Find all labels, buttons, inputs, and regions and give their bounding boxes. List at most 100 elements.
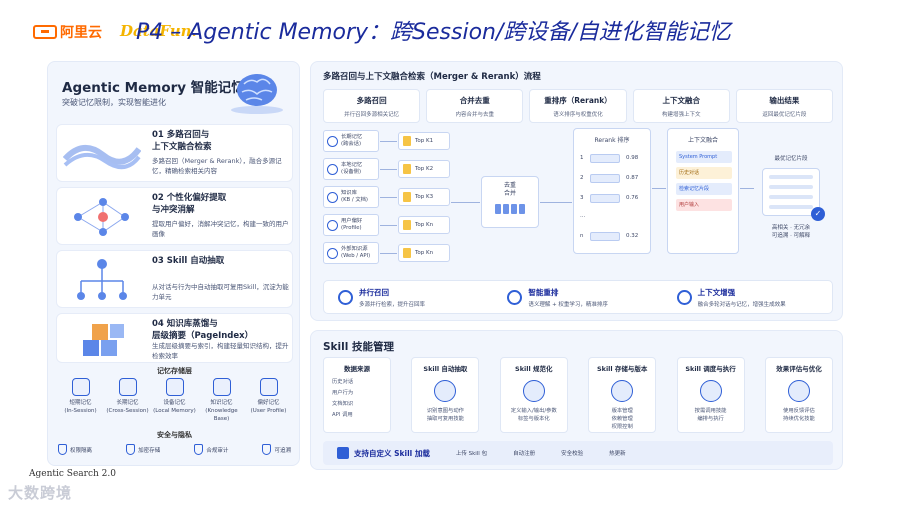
feature-desc: 生成层级摘要与索引，构建轻量知识结构，提升检索效率 <box>152 342 289 360</box>
aliyun-logo-text: 阿里云 <box>60 25 102 41</box>
topk-label: Top Kn <box>415 222 434 228</box>
arrow <box>652 188 666 189</box>
skill-step-normalize: Skill 规范化定义输入/输出/参数 标签与版本化 <box>499 357 568 433</box>
target-icon <box>507 289 523 305</box>
topk-label: Top Kn <box>415 250 434 256</box>
arrow <box>380 225 397 226</box>
rank-number: 3 <box>580 195 584 201</box>
memory-icon <box>71 378 90 396</box>
doc-icon <box>403 248 411 258</box>
stage-desc: 内容合并与去重 <box>455 112 495 118</box>
stage-title: 上下文融合 <box>662 96 700 105</box>
database-icon <box>611 380 634 402</box>
agentic-memory-panel: Agentic Memory 智能记忆 突破记忆限制，实现智能进化 01 多路召… <box>47 61 300 466</box>
shield-icon <box>58 444 67 455</box>
stage-title: 多路召回 <box>356 96 387 105</box>
feature-card-retrieval: 01 多路召回与 上下文融合检索 多路召回（Merger & Rerank），融… <box>56 124 293 182</box>
skill-step-storage: Skill 存储与版本版本管理 依赖管理 权限控制 <box>588 357 657 433</box>
merge-label: 去重 合并 <box>503 182 516 197</box>
rank-score: 0.87 <box>626 175 639 181</box>
lock-icon <box>126 444 136 455</box>
security-label: 权限隔离 <box>70 447 93 454</box>
benefit-desc: 语义理解 + 权重学习，精准排序 <box>528 301 608 308</box>
rank-number: n <box>580 233 584 239</box>
benefit-item: 并行召回多源并行检索，提升召回率 <box>324 281 493 313</box>
knowledge-icon <box>212 378 231 396</box>
security-label: 加密存储 <box>138 447 161 454</box>
watermark: 大数跨境 <box>8 484 73 502</box>
feature-card-knowledge: 04 知识库蒸馏与 层级摘要（PageIndex） 生成层级摘要与索引，构建轻量… <box>56 313 293 363</box>
normalize-icon <box>522 380 545 402</box>
source-long-term: 长期记忆 (跨会话) <box>323 130 379 152</box>
arrow <box>380 197 397 198</box>
rank-number: 2 <box>580 175 584 181</box>
stage-desc: 构建增强上下文 <box>661 112 701 118</box>
memory-label: 长期记忆 (Cross-Session) <box>106 400 149 414</box>
output-box: 最优记忆片段 ✓ 高相关 · 无冗余 可追溯 · 可解释 <box>755 154 827 239</box>
skill-step-title: Skill 自动抽取 <box>423 365 468 373</box>
left-title: Agentic Memory 智能记忆 <box>62 80 245 96</box>
merge-box: 去重 合并 <box>481 176 539 228</box>
stage-desc: 语义排序与权重优化 <box>553 112 603 118</box>
feature-desc: 多路召回（Merger & Rerank），融合多源记忆，精确检索相关内容 <box>152 157 282 175</box>
memory-storage-title: 记忆存储层 <box>157 367 192 375</box>
network-illustration-icon <box>74 198 129 236</box>
audit-icon <box>194 444 204 455</box>
source-item: 用户行为 <box>332 390 354 396</box>
fusion-block: 用户输入 <box>676 199 732 211</box>
doc-icon <box>403 136 411 146</box>
page-title: P4 – Agentic Memory：跨Session/跨设备/自进化智能记忆 <box>136 20 731 45</box>
source-item: 文档知识 <box>332 401 354 407</box>
stage-recall: 多路召回并行召回多源相关记忆 <box>323 89 421 123</box>
globe-icon <box>327 247 338 259</box>
memory-item: 短期记忆 (In-Session) <box>58 378 103 423</box>
stage-merge: 合并去重内容合并与去重 <box>426 89 524 123</box>
fusion-block: 历史对话 <box>676 167 732 179</box>
topk-label: Top K1 <box>415 138 434 144</box>
aliyun-logo: 阿里云 <box>33 22 102 42</box>
database-icon <box>118 378 137 396</box>
security-label: 合规审计 <box>206 447 229 454</box>
rerank-row: ... <box>580 209 648 223</box>
topk-item: Top Kn <box>398 216 450 234</box>
cubes-illustration-icon <box>83 324 124 356</box>
skill-step-extract: Skill 自动抽取识别意图与动作 抽取可复用技能 <box>411 357 480 433</box>
security-label: 可追溯 <box>274 447 291 454</box>
rocket-icon <box>338 289 353 305</box>
rank-score: 0.98 <box>626 155 639 161</box>
source-label: 用户偏好 (Profile) <box>341 218 363 231</box>
source-kb: 知识库 (KB / 文档) <box>323 186 379 208</box>
extract-icon <box>434 380 457 402</box>
source-item: API 调用 <box>332 412 353 418</box>
fusion-block: 检索记忆片段 <box>676 183 732 195</box>
rank-score: 0.76 <box>626 195 639 201</box>
security-item: 加密存储 <box>126 444 160 455</box>
benefit-title: 上下文增强 <box>697 287 736 297</box>
topk-item: Top K3 <box>398 188 450 206</box>
device-icon <box>165 378 184 396</box>
rank-bar <box>590 231 620 241</box>
stage-desc: 并行召回多源相关记忆 <box>344 112 400 118</box>
security-row: 权限隔离 加密存储 合规审计 可追溯 <box>58 444 291 455</box>
header: 阿里云 DataFun. P4 – Agentic Memory：跨Sessio… <box>0 0 900 58</box>
benefit-item: 上下文增强融合多轮对话与记忆，增强生成效果 <box>663 281 832 313</box>
clock-icon <box>327 135 338 147</box>
stage-row: 多路召回并行召回多源相关记忆 合并去重内容合并与去重 重排序（Rerank）语义… <box>323 89 834 123</box>
topk-item: Top Kn <box>398 244 450 262</box>
source-external: 外部知识源 (Web / API) <box>323 242 379 264</box>
fusion-block: System Prompt <box>676 151 732 163</box>
retrieval-title: 多路召回与上下文融合检索（Merger & Rerank）流程 <box>323 72 541 82</box>
user-profile-icon <box>259 378 278 396</box>
doc-icon <box>403 192 411 202</box>
arrow <box>380 169 397 170</box>
skill-step-desc: 识别意图与动作 抽取可复用技能 <box>426 408 464 422</box>
doc-icon <box>403 164 411 174</box>
source-label: 本地记忆 (设备侧) <box>341 162 363 175</box>
fusion-box: 上下文融合 System Prompt 历史对话 检索记忆片段 用户输入 <box>667 128 739 254</box>
arrow <box>451 202 480 203</box>
rank-score: 0.32 <box>626 233 639 239</box>
memory-label: 设备记忆 (Local Memory) <box>153 400 196 414</box>
